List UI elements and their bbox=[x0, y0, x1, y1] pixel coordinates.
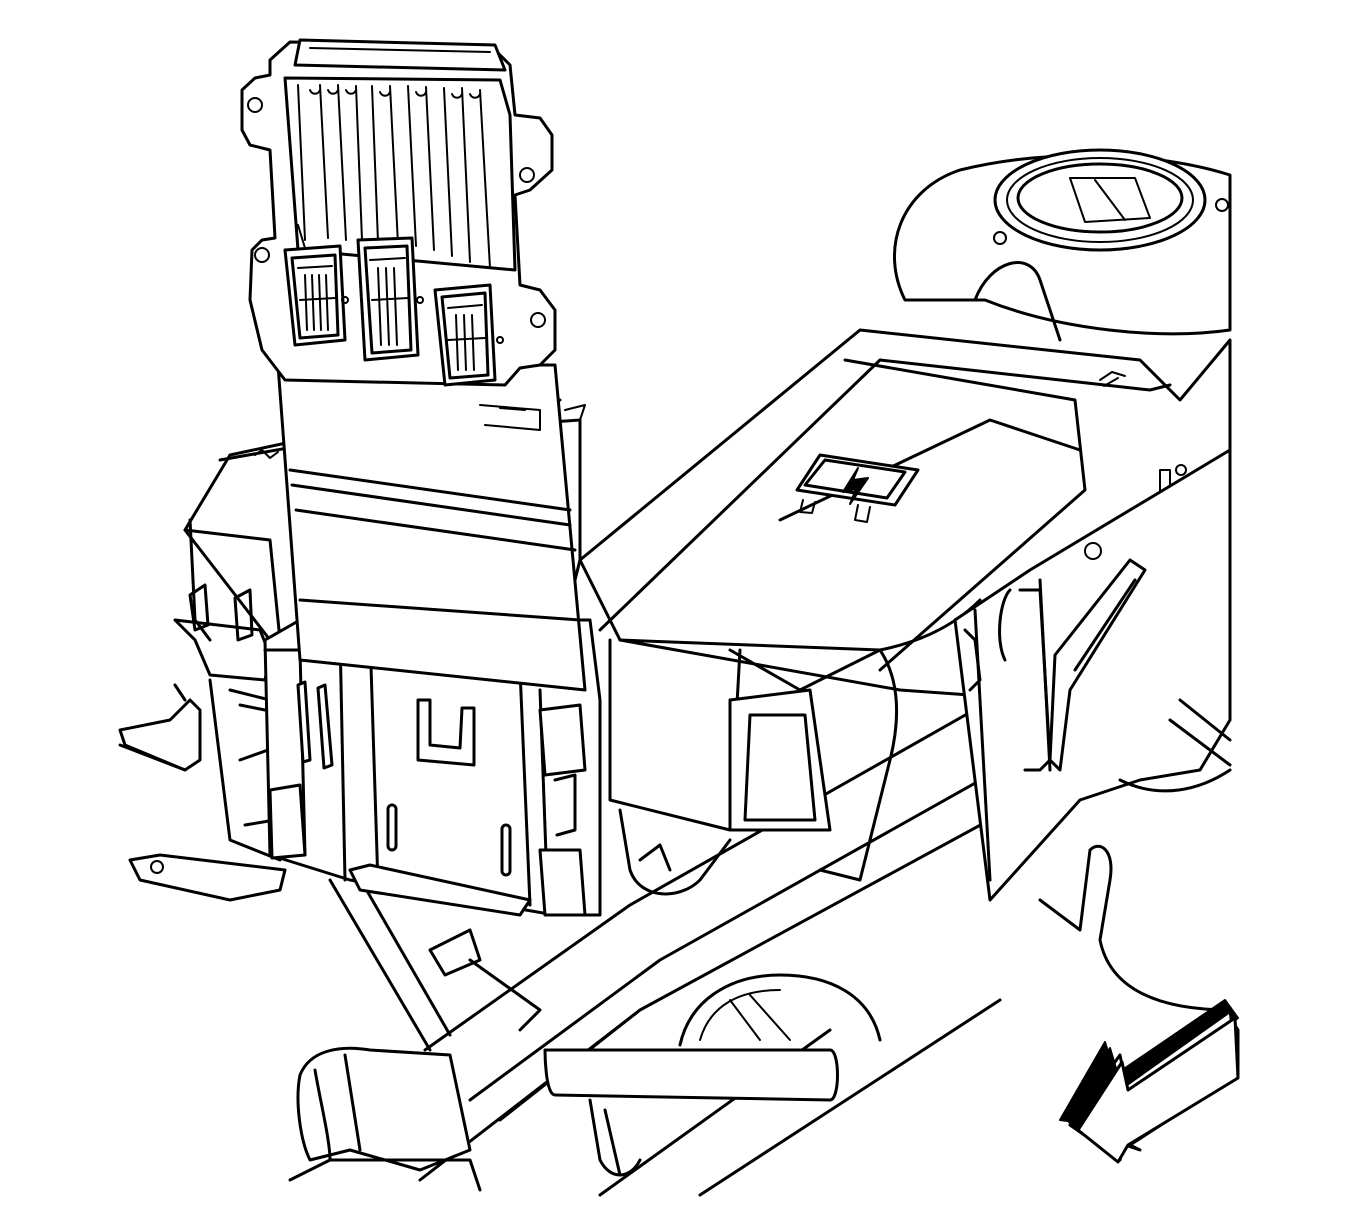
front-direction-arrow-icon bbox=[1059, 999, 1240, 1164]
module-bracket bbox=[263, 618, 602, 917]
left-bracket bbox=[118, 683, 287, 902]
control-module bbox=[240, 38, 587, 692]
lower-duct bbox=[288, 1046, 482, 1192]
side-panel bbox=[953, 448, 1232, 1012]
connector-2 bbox=[356, 236, 424, 362]
round-housing bbox=[892, 148, 1232, 342]
lower-crossbar bbox=[543, 973, 882, 1177]
connector-1 bbox=[283, 244, 349, 347]
connector-3 bbox=[433, 283, 504, 387]
lightning-bolt-icon bbox=[795, 453, 920, 523]
